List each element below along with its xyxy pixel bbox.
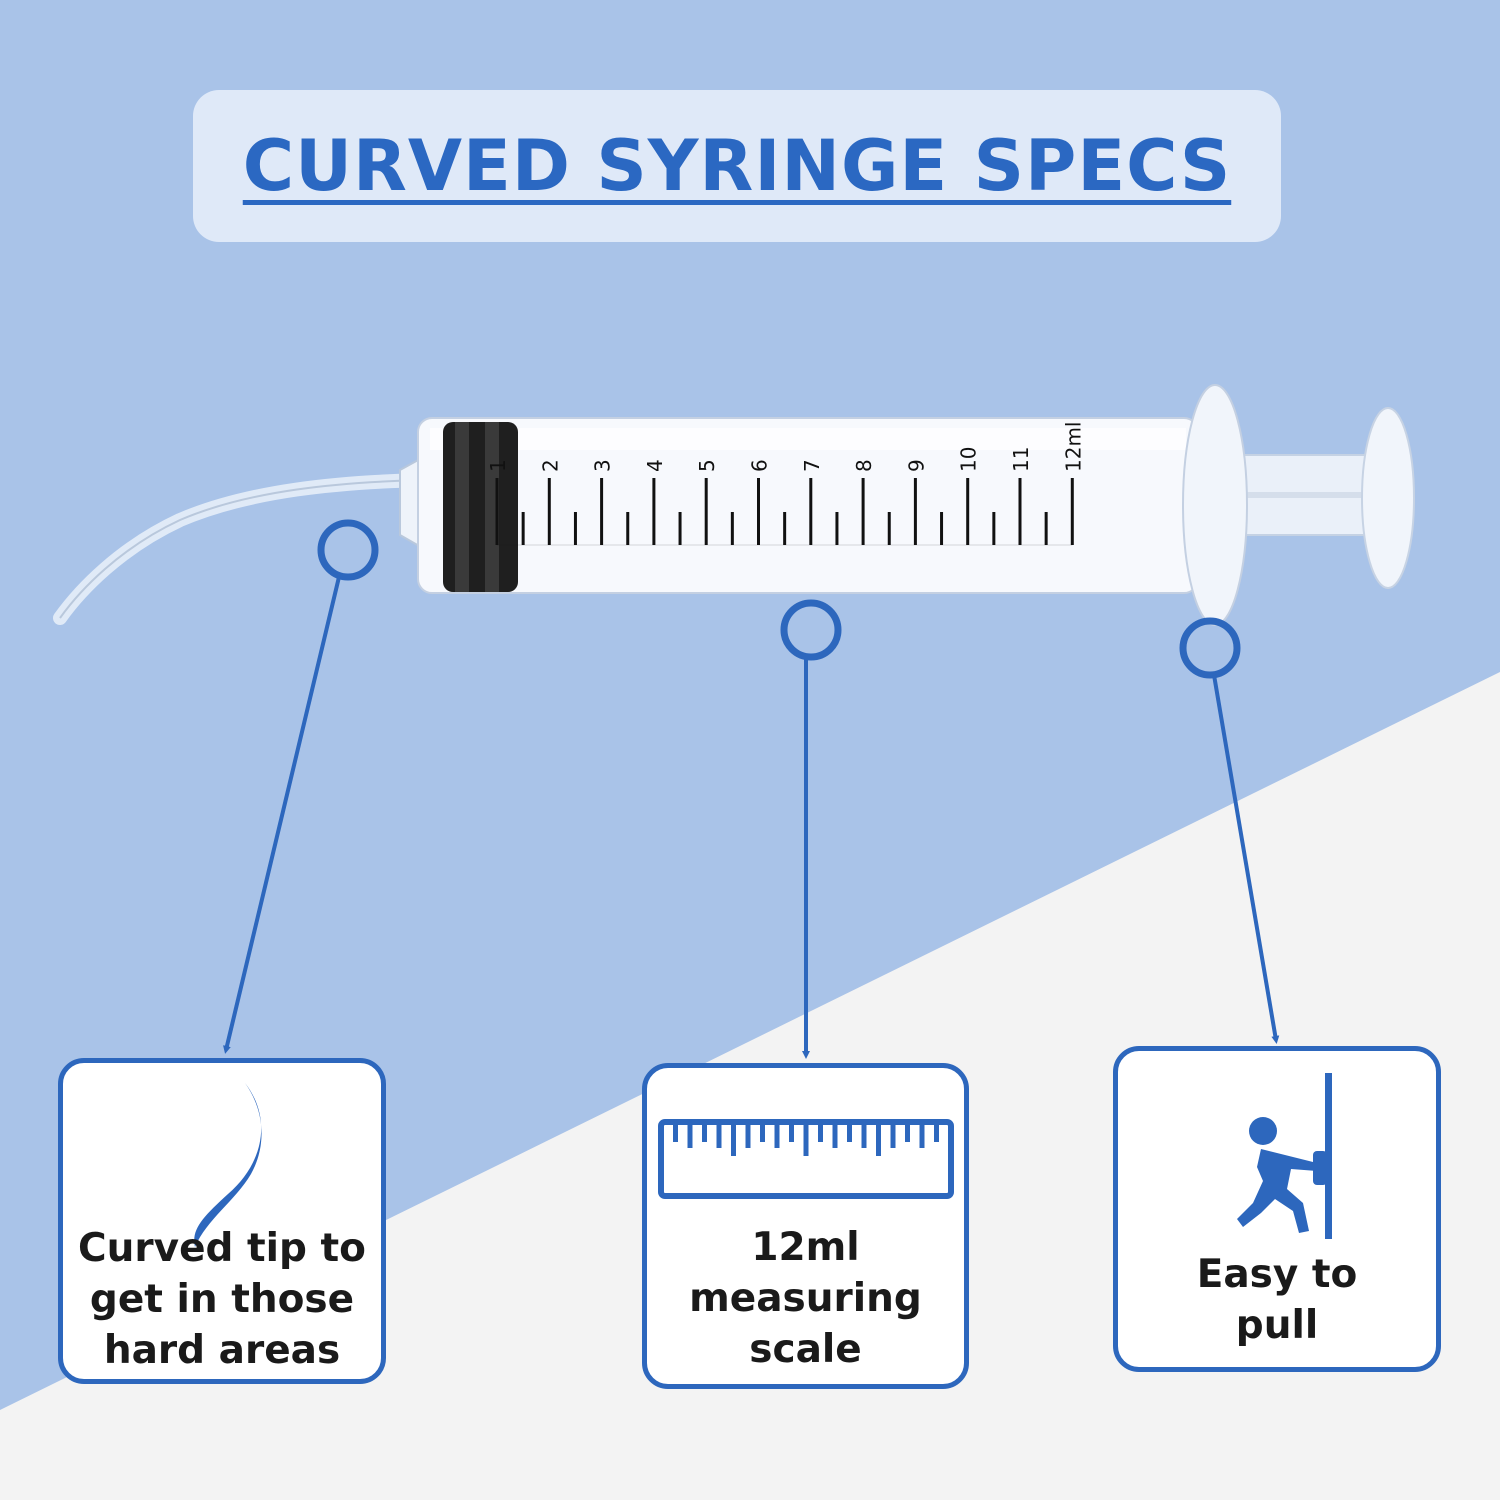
syringe-illustration: 1 2 3 4 5 6 7 8 9 10 11 12ml <box>53 384 1415 626</box>
syringe-scale-label: 2 <box>538 459 562 472</box>
syringe-scale-label: 11 <box>1009 447 1033 472</box>
feature-card-curved-tip: Curved tip to get in those hard areas <box>58 1058 386 1384</box>
syringe-flange <box>1182 384 1248 626</box>
feature-card-easy-pull: Easy to pull <box>1113 1046 1441 1372</box>
syringe-scale-label: 8 <box>852 459 876 472</box>
curve-icon <box>194 1083 262 1247</box>
feature-label-curved-tip: Curved tip to get in those hard areas <box>78 1226 366 1373</box>
page-title: CURVED SYRINGE SPECS <box>242 125 1232 207</box>
syringe-scale-label: 5 <box>695 459 719 472</box>
syringe-scale-label: 7 <box>800 459 824 472</box>
feature-label-easy-pull: Easy to pull <box>1196 1252 1358 1348</box>
syringe-scale: 1 2 3 4 5 6 7 8 9 10 11 12ml <box>486 422 1085 546</box>
syringe-scale-label: 10 <box>957 447 981 472</box>
marker-circle-tip <box>317 519 379 581</box>
marker-circle-scale <box>780 599 842 661</box>
syringe-scale-label: 1 <box>486 459 510 472</box>
syringe-scale-label: 12ml <box>1061 422 1085 473</box>
person-pulling-icon <box>1237 1073 1332 1239</box>
arrow-tip <box>223 576 341 1054</box>
syringe-scale-label: 3 <box>591 459 615 472</box>
feature-card-measuring-scale: 12ml measuring scale <box>642 1063 969 1389</box>
feature-label-measuring-scale: 12ml measuring scale <box>689 1225 922 1372</box>
ruler-icon <box>658 1119 954 1199</box>
syringe-stopper <box>443 422 518 592</box>
marker-circle-plunger <box>1179 617 1241 679</box>
syringe-scale-label: 9 <box>904 459 928 472</box>
syringe-scale-label: 6 <box>748 459 772 472</box>
syringe-scale-label: 4 <box>643 459 667 472</box>
arrow-plunger <box>1212 674 1280 1044</box>
title-box: CURVED SYRINGE SPECS <box>193 90 1281 242</box>
syringe-plunger-thumb <box>1361 407 1415 589</box>
